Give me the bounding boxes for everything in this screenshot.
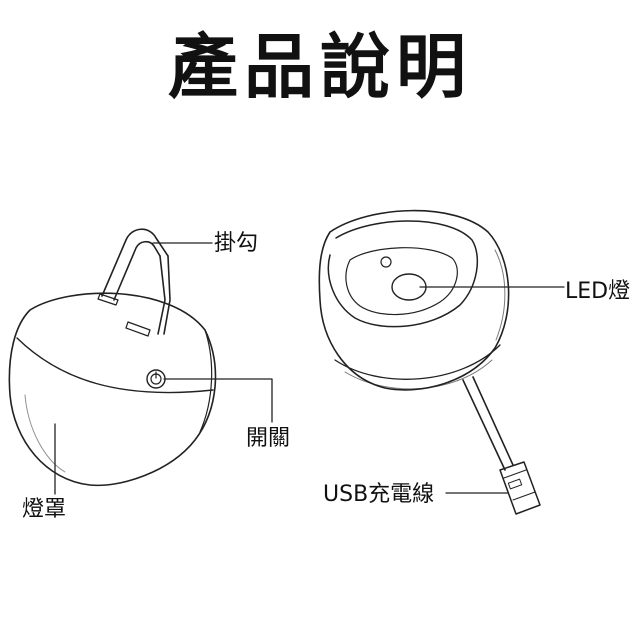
led-label: LED燈 (565, 279, 631, 304)
lamp-cap-seam (16, 337, 214, 394)
open-lamp-body (318, 209, 510, 391)
hook-label: 掛勾 (214, 231, 259, 256)
hook-strap (97, 228, 171, 337)
switch-leader-line (163, 378, 273, 423)
usb-cable-label: USB充電線 (323, 482, 435, 507)
shade-label: 燈罩 (22, 497, 67, 522)
page-title: 產品說明 (168, 26, 472, 108)
usb-connector (499, 461, 541, 515)
closed-lamp-illustration (8, 228, 273, 495)
lamp-shade-body (8, 292, 217, 487)
switch-label: 開關 (246, 426, 291, 451)
open-lamp-illustration (318, 209, 565, 515)
usb-cable (462, 376, 541, 515)
power-switch (146, 369, 166, 389)
